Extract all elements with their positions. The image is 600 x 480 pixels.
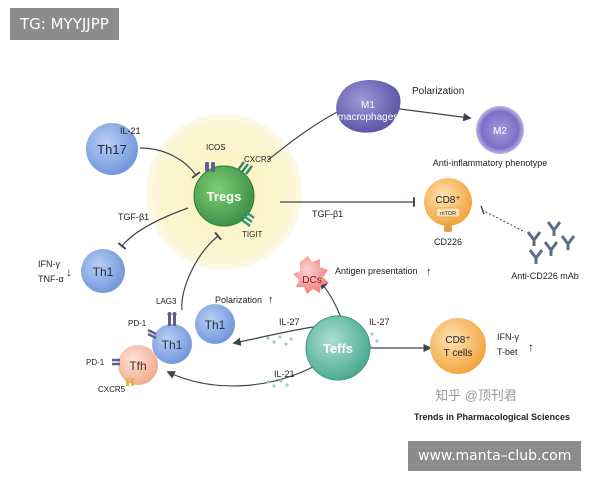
tfh-label: Tfh [129, 359, 146, 373]
pd1-upper-label: PD-1 [128, 319, 147, 328]
tgfb1-left-label: TGF-β1 [118, 212, 149, 222]
pd1-upper-receptor [147, 328, 157, 340]
ifng-left-label: IFN-γ [38, 259, 60, 269]
th1-mid-label: Th1 [205, 318, 226, 332]
cd226-label: CD226 [434, 237, 462, 247]
pd1-lower-receptor [112, 358, 120, 366]
antibody-bar [480, 205, 485, 215]
polarization-mid-label: Polarization [215, 295, 262, 305]
polarization-mid-up-arrow: ↑ [268, 294, 274, 306]
cxcr3-label: CXCR3 [244, 155, 272, 164]
il27-left-label: IL-27 [279, 317, 300, 327]
th1-lag3-label: Th1 [162, 338, 183, 352]
m1-macrophage-cell [336, 79, 401, 133]
ifng-right-label: IFN-γ [497, 332, 519, 342]
anti-cd226-antibodies [526, 221, 576, 264]
m2-cell [476, 106, 524, 154]
tregs-label: Tregs [207, 189, 242, 204]
dcs-label: DCs [302, 275, 321, 286]
antibody-dotted-line [481, 209, 526, 233]
cd8-bottom-cell [430, 318, 486, 374]
mtor-label: mTOR [440, 211, 456, 217]
pd1-lower-label: PD-1 [86, 358, 105, 367]
source-credit: Trends in Pharmacological Sciences [414, 412, 570, 422]
dcs-cell [293, 256, 329, 294]
tgfb1-right-label: TGF-β1 [312, 209, 343, 219]
tigit-label: TIGIT [242, 230, 263, 239]
th17-cell [86, 123, 138, 175]
ifng-tnfa-down-arrow: ↓ [66, 265, 72, 279]
antigen-presentation-up-arrow: ↑ [426, 266, 432, 278]
ifng-tbet-up-arrow: ↑ [528, 340, 534, 354]
antigen-presentation-label: Antigen presentation [335, 266, 418, 276]
th1-left-label: Th1 [93, 265, 114, 279]
teffs-to-dcs-arrow [318, 280, 343, 321]
tbet-label: T-bet [497, 347, 518, 357]
cd8-top-label: CD8⁺ [435, 195, 460, 206]
th17-label: Th17 [97, 142, 127, 157]
cd8-bottom-label: CD8⁺ [445, 335, 470, 346]
lag3-label: LAG3 [156, 297, 177, 306]
cxcr5-receptor [126, 378, 134, 386]
zhihu-watermark: 知乎 @顶刊君 [435, 388, 517, 403]
m1-macrophages-label: macrophages [338, 112, 399, 123]
tgfb-th1-inhibition-arrow [117, 207, 189, 250]
th1-lag3-cell [152, 324, 192, 364]
icos-receptor [205, 162, 215, 172]
th17-inhibition-arrow [139, 147, 201, 179]
teffs-to-tfh-arrow [166, 361, 323, 387]
anti-inflammatory-label: Anti-inflammatory phenotype [433, 158, 548, 168]
th1-left-cell [81, 249, 125, 293]
il21-bottom-label: IL-21 [274, 369, 295, 379]
tigit-receptor [241, 211, 255, 227]
watermark-bottom: www.manta–club.com [408, 441, 582, 471]
polarization-top-label: Polarization [412, 86, 464, 97]
watermark-top: TG: MYYJJPP [10, 8, 119, 40]
cd226-receptor [444, 223, 452, 232]
mtor-box [435, 207, 461, 218]
lag3-receptor [167, 312, 177, 326]
icos-label: ICOS [206, 143, 226, 152]
teffs-cell [305, 315, 371, 381]
cxcr5-label: CXCR5 [98, 385, 126, 394]
il21-top-label: IL-21 [120, 126, 141, 136]
anti-cd226-label: Anti-CD226 mAb [511, 271, 579, 281]
cxcr3-receptor [237, 161, 253, 175]
tregs-cell [193, 165, 255, 227]
teffs-to-th1-arrow [232, 325, 321, 346]
m2-label: M2 [493, 126, 507, 137]
teffs-label: Teffs [323, 341, 353, 356]
il27-right-label: IL-27 [369, 317, 390, 327]
th1-mid-cell [195, 304, 235, 344]
m1-label: M1 [361, 100, 375, 111]
cd8-bottom-tcells-label: T cells [444, 348, 473, 359]
lag3-th1-inhibition-arrow [181, 231, 222, 311]
tfh-cell [118, 345, 158, 385]
m1-to-m2-arrow [391, 107, 472, 122]
tnfa-label: TNF-α [38, 274, 64, 284]
